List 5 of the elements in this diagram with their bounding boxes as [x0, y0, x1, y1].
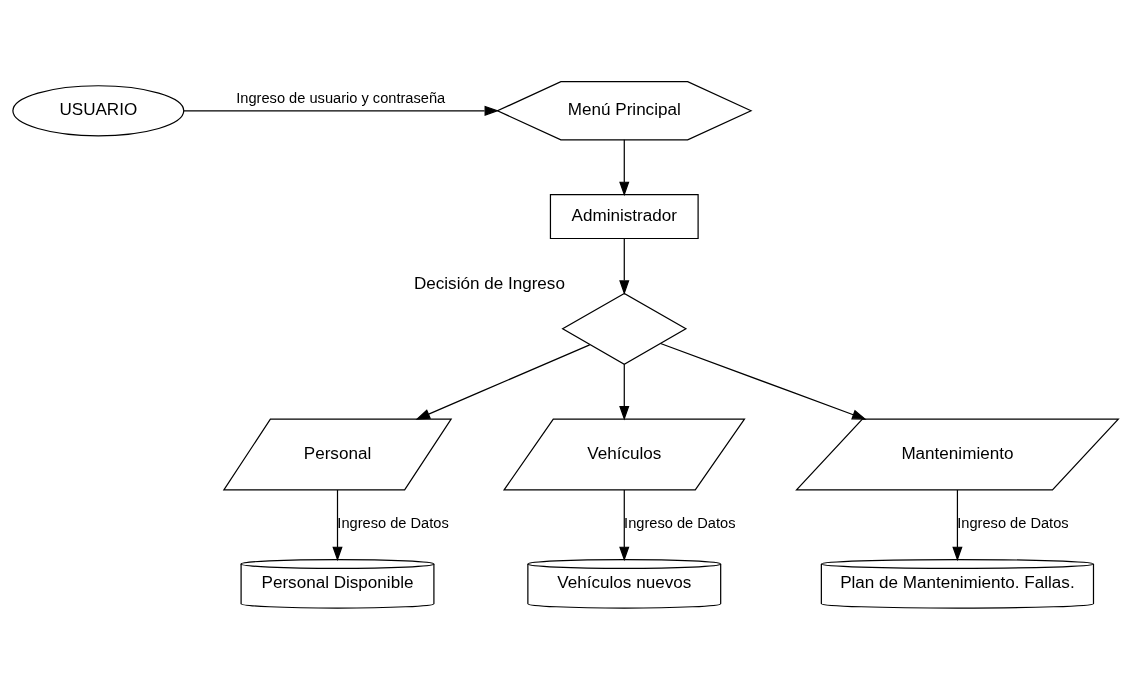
edge-label: Ingreso de usuario y contraseña [236, 89, 446, 106]
edge-label: Ingreso de Datos [337, 515, 449, 532]
node-label: Decisión de Ingreso [413, 273, 565, 293]
edge-label: Ingreso de Datos [624, 515, 736, 532]
edge-label: Ingreso de Datos [957, 515, 1069, 532]
